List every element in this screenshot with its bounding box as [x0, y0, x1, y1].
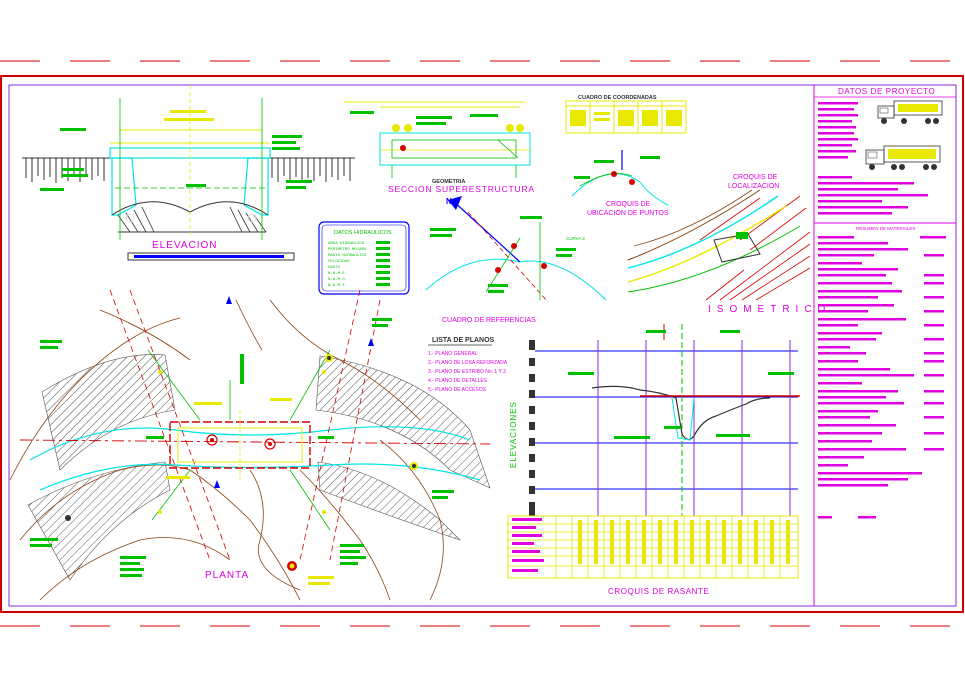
resumen-materiales-block: RESUMEN DE MATERIALES — [818, 226, 946, 519]
hidraulico-row: RADIO HIDRAULICO — [328, 254, 367, 258]
plano-item: 2.- PLANO DE LOSA REFORZADA — [428, 360, 508, 366]
coordenadas-title: CUADRO DE COORDENADAS — [578, 95, 657, 101]
isometrico-view: CROQUIS DE LOCALIZACION ISOMETRICO — [627, 174, 831, 315]
planta-view: PLANTA — [9, 289, 491, 601]
geometria-title: GEOMETRIA — [432, 179, 465, 185]
lista-planos: LISTA DE PLANOS 1.- PLANO GENERAL 2.- PL… — [428, 337, 508, 393]
seccion-title: SECCION SUPERESTRUCTURA — [388, 184, 535, 194]
datos-hidraulicos-box: DATOS HIDRAULICOS AREA HIDRAULICA PERIME… — [318, 221, 410, 295]
plano-item: 5.- PLANO DE ACCESOS — [428, 387, 487, 393]
hidraulico-row: GASTO — [328, 266, 341, 270]
truck-icon — [877, 100, 943, 124]
croquis-rasante-view: ELEVACIONES — [507, 324, 800, 596]
lista-planos-title: LISTA DE PLANOS — [432, 337, 495, 344]
hidraulico-row: N.A.M.O. — [328, 278, 347, 282]
cuadro-referencias-view: CURVA 2 CUADRO DE REFERENCIAS — [425, 199, 607, 324]
croquis-localizacion-title-2: LOCALIZACION — [728, 183, 779, 190]
croquis-ubicacion-title-1: CROQUIS DE — [606, 201, 651, 208]
cuadro-referencias-title: CUADRO DE REFERENCIAS — [442, 317, 536, 324]
croquis-localizacion-title-1: CROQUIS DE — [733, 174, 778, 181]
hidraulico-row: AREA HIDRAULICA — [328, 242, 365, 246]
north-arrow-icon: N — [446, 196, 462, 210]
planta-title: PLANTA — [205, 570, 249, 581]
cuadro-coordenadas: CUADRO DE COORDENADAS — [565, 95, 687, 134]
datos-proyecto-title: DATOS DE PROYECTO — [838, 87, 935, 96]
inner-frame — [8, 84, 957, 607]
elevacion-title: ELEVACION — [152, 240, 218, 251]
croquis-ubicacion-view: CROQUIS DE UBICACION DE PUNTOS — [571, 150, 669, 217]
hidraulico-row: N.A.M.E. — [328, 272, 347, 276]
outer-margin-lines — [0, 60, 965, 627]
sheet-frame — [0, 75, 964, 613]
hidraulico-row: VELOCIDAD — [328, 260, 350, 264]
datos-proyecto-block: DATOS DE PROYECTO — [814, 87, 956, 215]
datos-hidraulicos-title: DATOS HIDRAULICOS — [334, 230, 392, 236]
elevaciones-label: ELEVACIONES — [509, 401, 518, 468]
plano-item: 1.- PLANO GENERAL — [428, 351, 478, 357]
plano-item: 4.- PLANO DE DETALLES — [428, 378, 488, 384]
hidraulico-row: N.A.M.I. — [328, 284, 347, 288]
truck-icon — [865, 145, 941, 170]
isometrico-title: ISOMETRICO — [708, 304, 831, 315]
plano-item: 3.- PLANO DE ESTRIBO No. 1 Y 2 — [428, 369, 506, 375]
hidraulico-row: PERIMETRO MOJADO — [328, 248, 367, 252]
croquis-rasante-title: CROQUIS DE RASANTE — [608, 587, 709, 596]
curva-label: CURVA 2 — [566, 236, 585, 241]
seccion-superestructura-view: SECCION SUPERESTRUCTURA GEOMETRIA — [344, 101, 535, 194]
svg-text:N: N — [446, 197, 452, 206]
resumen-materiales-title: RESUMEN DE MATERIALES — [856, 226, 915, 231]
croquis-ubicacion-title-2: UBICACION DE PUNTOS — [587, 210, 669, 217]
elevacion-view: ELEVACION — [22, 85, 355, 261]
